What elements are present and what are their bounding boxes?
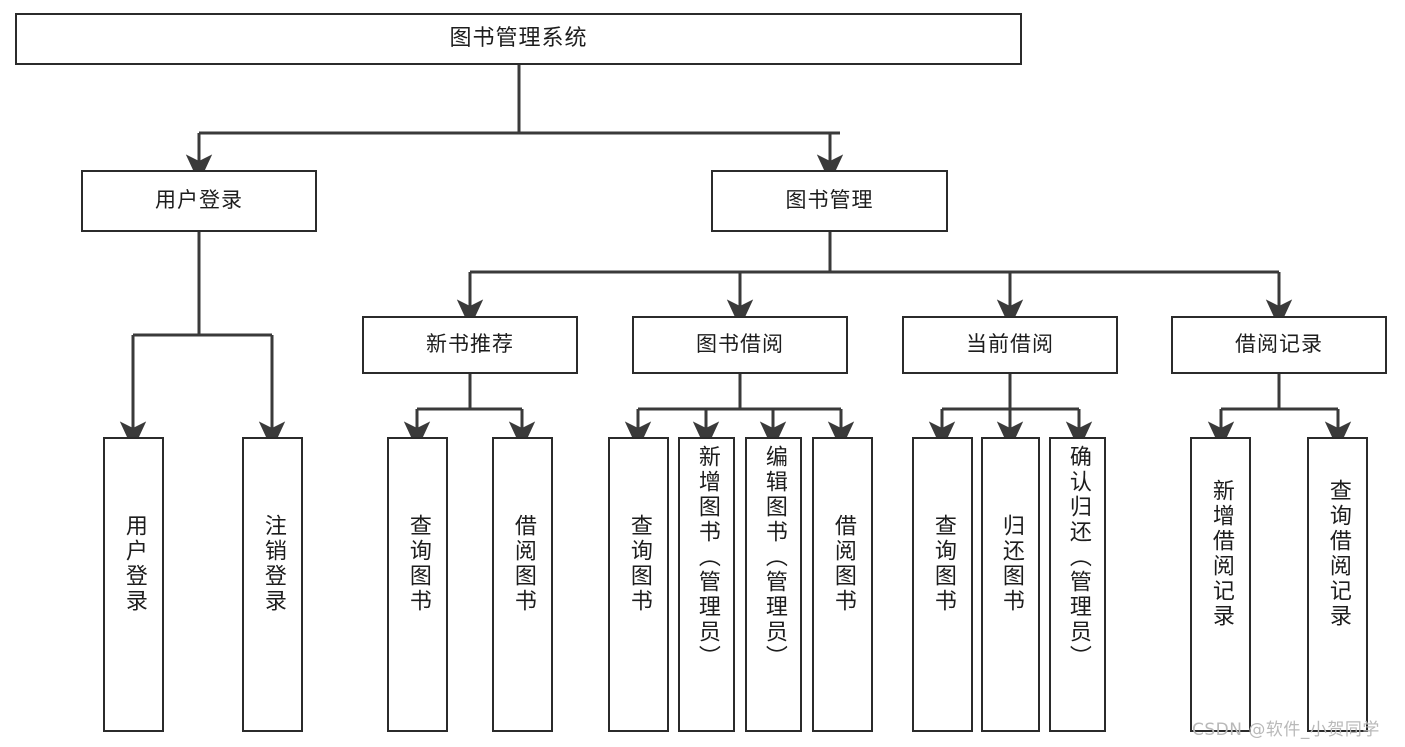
node-label: 编辑图书（管理员） [761, 445, 787, 670]
node-label: 图书借阅 [696, 332, 784, 357]
node-label: 图书管理 [785, 188, 874, 213]
node-user-login[interactable]: 用户登录 [81, 170, 317, 232]
leaf-borrow-edit-book-admin[interactable]: 编辑图书（管理员） [745, 437, 802, 732]
node-label: 当前借阅 [966, 332, 1054, 357]
node-label: 注销登录 [260, 514, 286, 614]
leaf-borrow-query-book[interactable]: 查询图书 [608, 437, 669, 732]
node-label: 新书推荐 [426, 332, 514, 357]
leaf-current-return-book[interactable]: 归还图书 [981, 437, 1040, 732]
node-label: 新增借阅记录 [1208, 479, 1234, 629]
node-label: 归还图书 [998, 514, 1024, 614]
node-label: 借阅图书 [830, 514, 856, 614]
node-label: 用户登录 [155, 188, 243, 213]
node-new-book-recommend[interactable]: 新书推荐 [362, 316, 578, 374]
node-label: 图书管理系统 [449, 25, 588, 51]
node-label: 查询借阅记录 [1325, 479, 1351, 629]
node-borrow-record[interactable]: 借阅记录 [1171, 316, 1387, 374]
leaf-recommend-borrow-book[interactable]: 借阅图书 [492, 437, 553, 732]
leaf-current-confirm-return-admin[interactable]: 确认归还（管理员） [1049, 437, 1106, 732]
node-book-borrow[interactable]: 图书借阅 [632, 316, 848, 374]
node-book-manage[interactable]: 图书管理 [711, 170, 948, 232]
leaf-user-logout[interactable]: 注销登录 [242, 437, 303, 732]
node-label: 用户登录 [121, 514, 147, 614]
node-root-system[interactable]: 图书管理系统 [15, 13, 1022, 65]
leaf-current-query-book[interactable]: 查询图书 [912, 437, 973, 732]
node-label: 借阅图书 [510, 514, 536, 614]
node-label: 查询图书 [626, 514, 652, 614]
node-label: 查询图书 [405, 514, 431, 614]
node-label: 借阅记录 [1235, 332, 1323, 357]
node-label: 确认归还（管理员） [1065, 445, 1091, 670]
leaf-user-login[interactable]: 用户登录 [103, 437, 164, 732]
leaf-recommend-query-book[interactable]: 查询图书 [387, 437, 448, 732]
leaf-record-query-borrow-record[interactable]: 查询借阅记录 [1307, 437, 1368, 732]
leaf-borrow-do-borrow-book[interactable]: 借阅图书 [812, 437, 873, 732]
leaf-borrow-add-book-admin[interactable]: 新增图书（管理员） [678, 437, 735, 732]
node-label: 新增图书（管理员） [694, 445, 720, 670]
leaf-record-add-borrow-record[interactable]: 新增借阅记录 [1190, 437, 1251, 732]
node-label: 查询图书 [930, 514, 956, 614]
node-current-borrow[interactable]: 当前借阅 [902, 316, 1118, 374]
